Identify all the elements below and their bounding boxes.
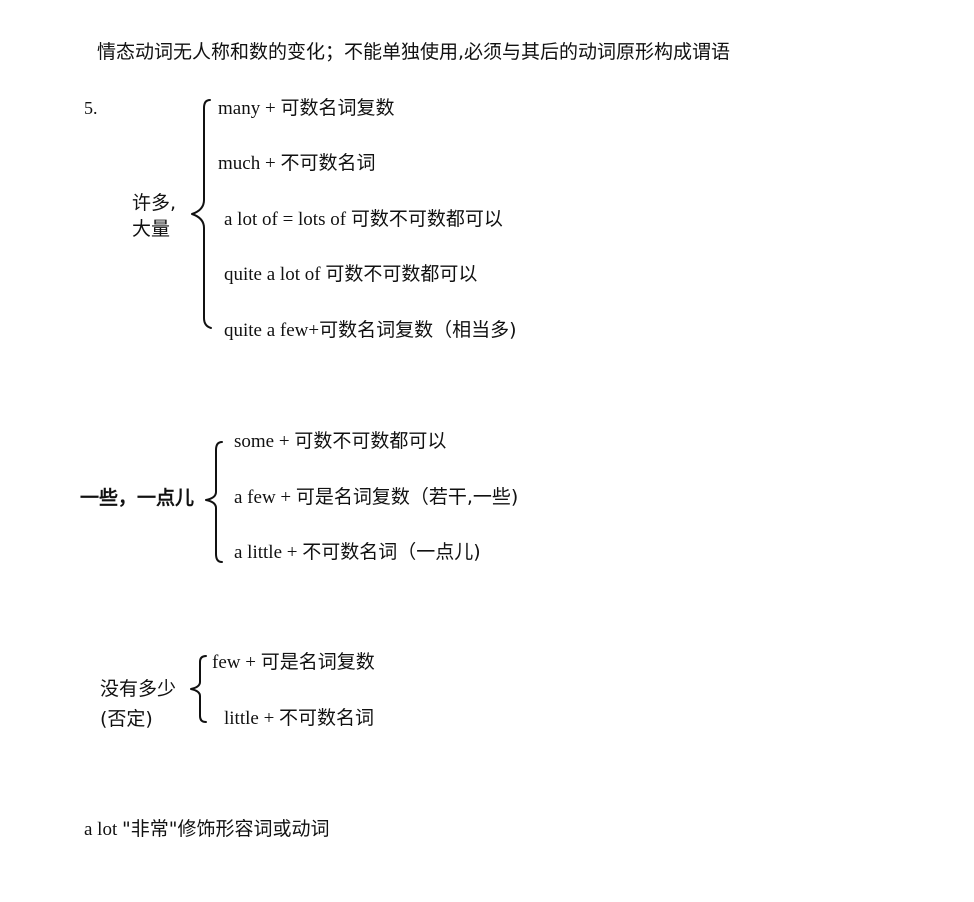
item-english: little + [224, 708, 280, 729]
item-chinese: 不可数名词 [279, 707, 375, 729]
list-item: quite a few+可数名词复数（相当多) [224, 318, 517, 343]
list-item: a lot of = lots of 可数不可数都可以 [224, 207, 503, 232]
section5-brace [191, 99, 212, 329]
footer-chinese: "非常"修饰形容词或动词 [122, 818, 330, 840]
list-item: many + 可数名词复数 [218, 96, 394, 121]
section5-label-line2: 大量 [132, 218, 171, 240]
section-few-label: 没有多少 (否定) [100, 674, 176, 734]
list-item: much + 不可数名词 [218, 151, 375, 176]
item-english: a little + [234, 542, 303, 563]
item-english: few + [212, 652, 261, 673]
list-item: quite a lot of 可数不可数都可以 [224, 262, 477, 287]
item-chinese: 可数不可数都可以 [350, 208, 503, 230]
list-item: few + 可是名词复数 [212, 650, 375, 675]
list-item: some + 可数不可数都可以 [234, 429, 446, 454]
item-english: some + [234, 431, 295, 452]
list-item: little + 不可数名词 [224, 706, 374, 731]
list-item: a few + 可是名词复数（若干,一些) [234, 485, 518, 510]
item-english: a lot of = lots of [224, 209, 351, 230]
item-chinese: 不可数名词（一点儿) [302, 541, 481, 563]
item-english: much + [218, 153, 281, 174]
section-few-label-line1: 没有多少 [100, 678, 177, 700]
section-some-brace [205, 441, 223, 563]
item-chinese: 可数名词复数（相当多) [319, 319, 517, 341]
item-english: quite a few+ [224, 320, 320, 341]
item-english: quite a lot of [224, 264, 326, 285]
item-chinese: 可数名词复数 [280, 97, 395, 119]
section-few-brace [190, 655, 207, 723]
item-chinese: 可是名词复数 [260, 651, 375, 673]
footer-note: a lot "非常"修饰形容词或动词 [84, 817, 329, 842]
section-few-label-line2: (否定) [100, 708, 153, 730]
header-text: 情态动词无人称和数的变化；不能单独使用,必须与其后的动词原形构成谓语 [97, 41, 731, 63]
item-chinese: 可数不可数都可以 [325, 263, 478, 285]
item-chinese: 可数不可数都可以 [294, 430, 447, 452]
section-some-label: 一些，一点儿 [80, 487, 195, 509]
footer-english: a lot [84, 819, 122, 840]
section5-label-line1: 许多, [132, 192, 177, 214]
item-chinese: 可是名词复数（若干,一些) [295, 486, 519, 508]
item-chinese: 不可数名词 [280, 152, 376, 174]
item-english: many + [218, 98, 281, 119]
list-item: a little + 不可数名词（一点儿) [234, 540, 481, 565]
section5-label: 许多, 大量 [132, 190, 176, 242]
item-english: a few + [234, 487, 296, 508]
section-number: 5. [84, 98, 98, 118]
